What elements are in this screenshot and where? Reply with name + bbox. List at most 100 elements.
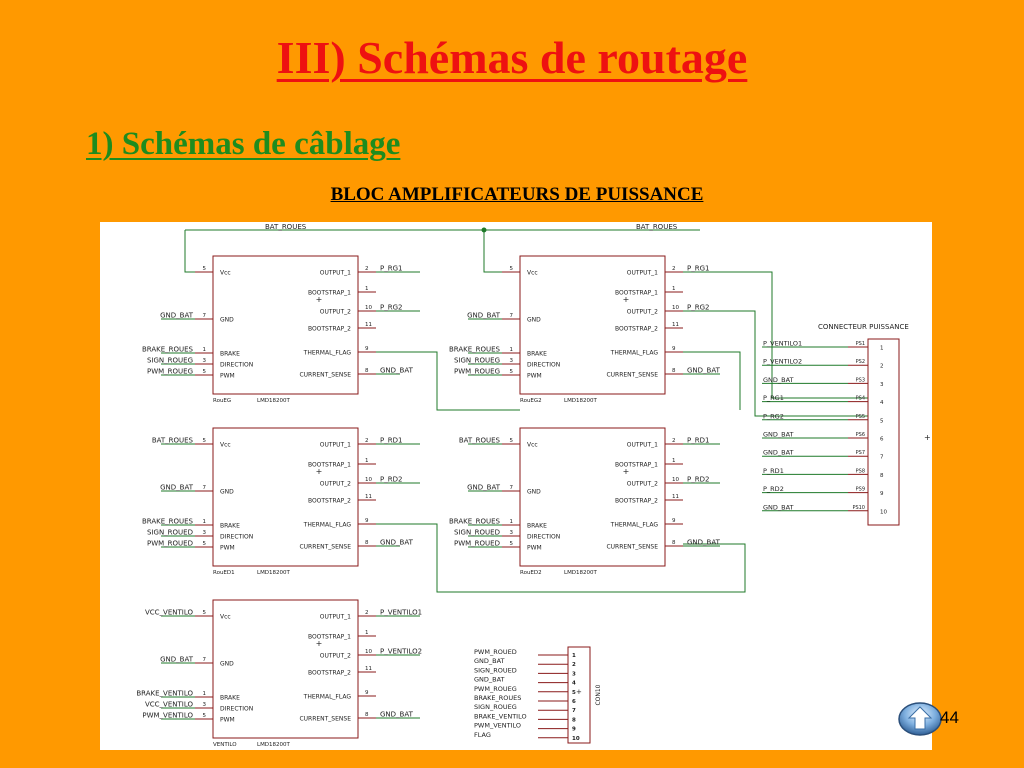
pin-name: OUTPUT_2 bbox=[320, 481, 351, 488]
net-label: PWM_VENTILO bbox=[142, 712, 193, 720]
net-label: P_VENTILO2 bbox=[380, 648, 422, 656]
pin-name: OUTPUT_1 bbox=[320, 270, 351, 277]
connector-net-label: P_RD1 bbox=[763, 467, 784, 475]
net-label: GND_BAT bbox=[160, 312, 194, 320]
block-plus-sign: + bbox=[316, 467, 323, 476]
pin-name: BOOTSTRAP_1 bbox=[308, 634, 351, 641]
connector-pad-label: PS4 bbox=[856, 396, 865, 402]
net-label: BRAKE_ROUES bbox=[449, 518, 501, 526]
connector-pin-number: 6 bbox=[572, 699, 576, 705]
pin-name: BOOTSTRAP_1 bbox=[308, 462, 351, 469]
up-arrow-icon bbox=[907, 706, 933, 730]
net-label: P_RD2 bbox=[687, 476, 709, 484]
block-ref-label: RouED1 bbox=[213, 570, 235, 576]
amplifier-block bbox=[212, 255, 359, 395]
net-label: SIGN_ROUED bbox=[454, 529, 500, 537]
pin-name: GND bbox=[220, 489, 234, 496]
pin-name: BOOTSTRAP_2 bbox=[615, 326, 658, 333]
connector-pin-number: 5 bbox=[880, 418, 884, 424]
pin-name: Vcc bbox=[220, 614, 231, 621]
connector-net-label: PWM_VENTILO bbox=[474, 722, 521, 730]
connector-net-label: FLAG bbox=[474, 731, 491, 739]
net-label: P_RD1 bbox=[380, 437, 402, 445]
pin-name: DIRECTION bbox=[220, 534, 253, 541]
pin-name: OUTPUT_2 bbox=[320, 309, 351, 316]
net-label: PWM_ROUED bbox=[147, 540, 193, 548]
connector-net-label: SIGN_ROUEG bbox=[474, 703, 517, 711]
power-connector-plus: + bbox=[924, 433, 931, 442]
connector-net-label: GND_BAT bbox=[474, 657, 505, 665]
pin-name: CURRENT_SENSE bbox=[606, 372, 658, 379]
up-arrow-button[interactable] bbox=[897, 700, 943, 738]
pin-name: Vcc bbox=[220, 270, 231, 277]
pin-name: PWM bbox=[220, 373, 235, 380]
block-ref-label: RouEG2 bbox=[520, 398, 542, 404]
pin-number: 9 bbox=[672, 346, 676, 352]
connector-pin-number: 10 bbox=[572, 736, 580, 742]
connector-net-label: P_RD2 bbox=[763, 485, 784, 493]
pin-name: BRAKE bbox=[527, 523, 547, 530]
net-label: P_VENTILO1 bbox=[380, 609, 422, 617]
pin-name: THERMAL_FLAG bbox=[610, 350, 659, 357]
net-label: GND_BAT bbox=[467, 312, 501, 320]
pin-number: 10 bbox=[672, 477, 679, 483]
connector-pad-label: PS5 bbox=[856, 414, 865, 420]
connector-pin-number: 7 bbox=[880, 455, 884, 461]
pin-name: BOOTSTRAP_1 bbox=[308, 290, 351, 297]
pin-number: 5 bbox=[203, 541, 207, 547]
connector-net-label: P_RG1 bbox=[763, 394, 784, 402]
pin-number: 9 bbox=[672, 518, 676, 524]
pin-name: BOOTSTRAP_2 bbox=[615, 498, 658, 505]
pin-name: CURRENT_SENSE bbox=[299, 544, 351, 551]
pin-number: 1 bbox=[365, 630, 369, 636]
net-label: P_RG2 bbox=[380, 304, 402, 312]
pin-number: 7 bbox=[203, 485, 207, 491]
pin-number: 5 bbox=[203, 438, 207, 444]
p-rg2-wire bbox=[683, 310, 868, 417]
pin-name: CURRENT_SENSE bbox=[299, 372, 351, 379]
pin-number: 9 bbox=[365, 690, 369, 696]
net-label: BRAKE_ROUES bbox=[142, 346, 194, 354]
top-net-label-left: BAT_ROUES bbox=[265, 223, 307, 231]
pin-number: 10 bbox=[365, 649, 372, 655]
pin-name: THERMAL_FLAG bbox=[303, 522, 352, 529]
connector-net-label: GND_BAT bbox=[474, 676, 505, 684]
top-net-label-right: BAT_ROUES bbox=[636, 223, 678, 231]
pin-name: BOOTSTRAP_1 bbox=[615, 290, 658, 297]
connector-pin-number: 7 bbox=[572, 708, 576, 714]
pin-number: 5 bbox=[203, 266, 207, 272]
pin-number: 8 bbox=[672, 368, 676, 374]
pin-number: 2 bbox=[365, 266, 369, 272]
connector-net-label: P_VENTILO1 bbox=[763, 340, 802, 348]
net-label: BRAKE_ROUES bbox=[449, 346, 501, 354]
net-label: GND_BAT bbox=[687, 367, 721, 375]
pin-number: 7 bbox=[510, 313, 514, 319]
connector-net-label: PWM_ROUED bbox=[474, 648, 517, 656]
pin-number: 7 bbox=[203, 657, 207, 663]
connector-net-label: GND_BAT bbox=[763, 376, 794, 384]
block-plus-sign: + bbox=[623, 467, 630, 476]
pin-number: 11 bbox=[365, 322, 372, 328]
pin-number: 10 bbox=[365, 305, 372, 311]
connector-pad-label: PS10 bbox=[852, 505, 865, 511]
connector-pin-number: 3 bbox=[572, 671, 576, 677]
net-label: BRAKE_VENTILO bbox=[136, 690, 193, 698]
block-plus-sign: + bbox=[623, 295, 630, 304]
connector-pin-number: 8 bbox=[572, 717, 576, 723]
pin-number: 5 bbox=[203, 713, 207, 719]
pin-number: 5 bbox=[510, 369, 514, 375]
pin-name: GND bbox=[220, 317, 234, 324]
pin-number: 3 bbox=[510, 358, 514, 364]
connector-net-label: BRAKE_VENTILO bbox=[474, 712, 527, 720]
pin-name: BRAKE bbox=[220, 695, 240, 702]
pin-name: PWM bbox=[220, 717, 235, 724]
net-label: P_RG1 bbox=[380, 265, 402, 273]
net-label: GND_BAT bbox=[687, 539, 721, 547]
pin-name: BOOTSTRAP_2 bbox=[308, 670, 351, 677]
pin-name: OUTPUT_2 bbox=[320, 653, 351, 660]
pin-name: DIRECTION bbox=[527, 534, 560, 541]
pin-name: PWM bbox=[527, 545, 542, 552]
pin-name: BOOTSTRAP_2 bbox=[308, 326, 351, 333]
pin-number: 5 bbox=[510, 541, 514, 547]
